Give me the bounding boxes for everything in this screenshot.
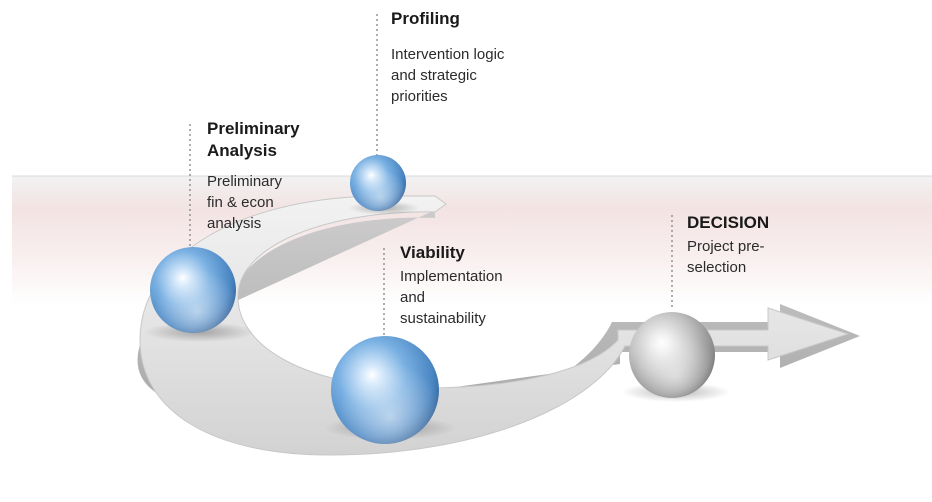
stage-decision-description: Project pre- selection: [687, 236, 827, 278]
stage-profiling-desc-line: Intervention logic: [391, 46, 505, 63]
stage-viability-desc-line: Implementation: [400, 268, 503, 285]
stage-preliminary-title-line: Preliminary: [207, 119, 300, 138]
stage-preliminary-desc-line: Preliminary: [207, 173, 283, 190]
stage-decision-desc-line: Project pre-: [687, 238, 765, 255]
stage-profiling-title: Profiling: [391, 9, 460, 28]
stage-viability-desc-line: and: [400, 289, 426, 306]
stage-preliminary-desc-line: analysis: [207, 215, 262, 232]
stage-preliminary-desc-line: fin & econ: [207, 194, 274, 211]
sphere-viability: [331, 336, 439, 444]
stage-preliminary-description: Preliminary fin & econ analysis: [207, 171, 357, 234]
arrow-surface: [139, 195, 850, 456]
stage-decision-desc-line: selection: [687, 259, 747, 276]
stage-decision: DECISION Project pre- selection: [687, 212, 827, 278]
stage-preliminary-title: Preliminary Analysis: [207, 118, 357, 162]
stage-profiling-desc-line: priorities: [391, 88, 448, 105]
stage-preliminary-title-line: Analysis: [207, 141, 277, 160]
sphere-decision: [629, 312, 715, 398]
stage-viability-description: Implementation and sustainability: [400, 266, 560, 329]
stage-profiling-desc-line: and strategic: [391, 67, 477, 84]
sphere-preliminary-analysis: [150, 247, 236, 333]
sphere-profiling: [350, 155, 406, 211]
stage-profiling-description: Intervention logic and strategic priorit…: [391, 44, 591, 107]
stage-viability-title: Viability: [400, 243, 465, 262]
stage-profiling: Profiling Intervention logic and strateg…: [391, 8, 591, 107]
stage-viability: Viability Implementation and sustainabil…: [400, 242, 560, 329]
stage-decision-title: DECISION: [687, 213, 770, 232]
stage-preliminary-analysis: Preliminary Analysis Preliminary fin & e…: [207, 118, 357, 234]
stage-viability-desc-line: sustainability: [400, 310, 486, 327]
